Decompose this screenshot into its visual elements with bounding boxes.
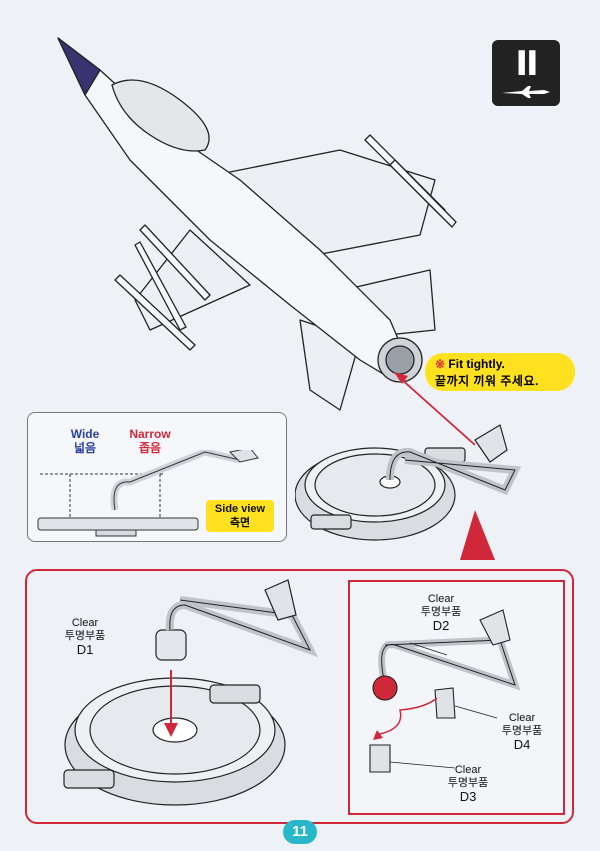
note-mark: ※ [435,357,446,371]
stand-assembled-illustration [295,424,522,541]
fit-note-korean: 끝까지 끼워 주세요. [435,374,539,388]
base-illustration [63,579,319,806]
narrow-label: Narrow 좁음 [129,427,171,455]
step-number: II [515,44,538,84]
part-d1-label: Clear 투명부품 D1 [64,617,106,657]
clear-parts-illustration [369,609,521,773]
jet-silhouette-icon [502,86,550,98]
wide-label: Wide 넓음 [70,427,100,455]
fit-note-english: Fit tightly. [448,357,505,371]
step-badge: II [492,40,560,106]
part-d3-label: Clear 투명부품 D3 [447,764,489,804]
f16-jet-illustration [57,37,457,411]
connect-arrow [394,372,476,446]
page-number: 11 [283,820,317,844]
side-view-tag: Side view 측면 [206,500,274,532]
part-d4-label: Clear 투명부품 D4 [501,712,543,752]
part-d2-label: Clear 투명부품 D2 [420,593,462,633]
side-view-drawing [37,450,259,537]
fit-tightly-note: ※ Fit tightly. 끝까지 끼워 주세요. [425,353,575,391]
